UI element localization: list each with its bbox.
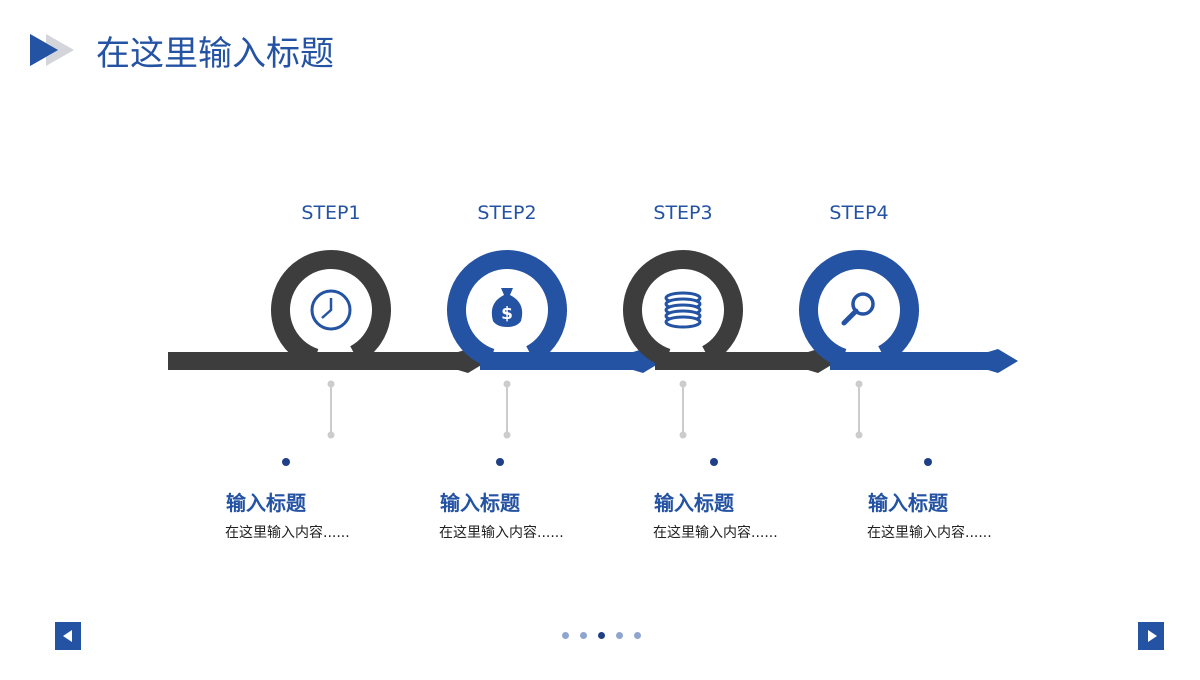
- bullet-dot: [282, 458, 290, 466]
- arrow-head: [808, 349, 838, 373]
- next-slide-button[interactable]: [1138, 622, 1164, 650]
- arrow-head: [988, 349, 1018, 373]
- bullet-dot: [924, 458, 932, 466]
- loop-ring: [271, 250, 391, 368]
- page-dot-5[interactable]: [634, 632, 641, 639]
- timeline-bar: [168, 352, 470, 370]
- timeline-segment-4: [799, 250, 1018, 439]
- step-label: STEP2: [477, 202, 537, 224]
- page-dot-1[interactable]: [562, 632, 569, 639]
- page-title: 在这里输入标题: [96, 34, 334, 74]
- magnifier-icon: [841, 292, 875, 326]
- clock-icon: [310, 289, 352, 331]
- bullet-dot: [710, 458, 718, 466]
- prev-slide-button[interactable]: [55, 622, 81, 650]
- timeline-bar: [480, 352, 645, 370]
- arrow-head: [458, 349, 488, 373]
- step-heading: 输入标题: [654, 491, 734, 515]
- timeline-segment-3: [623, 250, 838, 439]
- step-text: 在这里输入内容......: [225, 525, 350, 541]
- timeline-bar: [830, 352, 1000, 370]
- header-arrow-icon: [30, 34, 74, 66]
- timeline-bar: [655, 352, 820, 370]
- page-dot-2[interactable]: [580, 632, 587, 639]
- page-dot-4[interactable]: [616, 632, 623, 639]
- loop-ring: [447, 250, 567, 368]
- page-dot-3[interactable]: [598, 632, 605, 639]
- step-heading: 输入标题: [226, 491, 306, 515]
- step-label: STEP4: [829, 202, 889, 224]
- step-heading: 输入标题: [440, 491, 520, 515]
- loop-ring: [799, 250, 919, 368]
- step-text: 在这里输入内容......: [867, 525, 992, 541]
- coin-stack-icon: [664, 291, 702, 329]
- bullet-dot: [496, 458, 504, 466]
- step-label: STEP3: [653, 202, 713, 224]
- step-text: 在这里输入内容......: [653, 525, 778, 541]
- timeline-segment-2: $: [447, 250, 663, 439]
- loop-ring: [623, 250, 743, 368]
- step-label: STEP1: [301, 202, 361, 224]
- step-text: 在这里输入内容......: [439, 525, 564, 541]
- timeline-segment-1: [168, 250, 488, 439]
- svg-text:$: $: [501, 304, 513, 324]
- arrow-head: [633, 349, 663, 373]
- money-bag-icon: $: [491, 288, 523, 327]
- step-heading: 输入标题: [868, 491, 948, 515]
